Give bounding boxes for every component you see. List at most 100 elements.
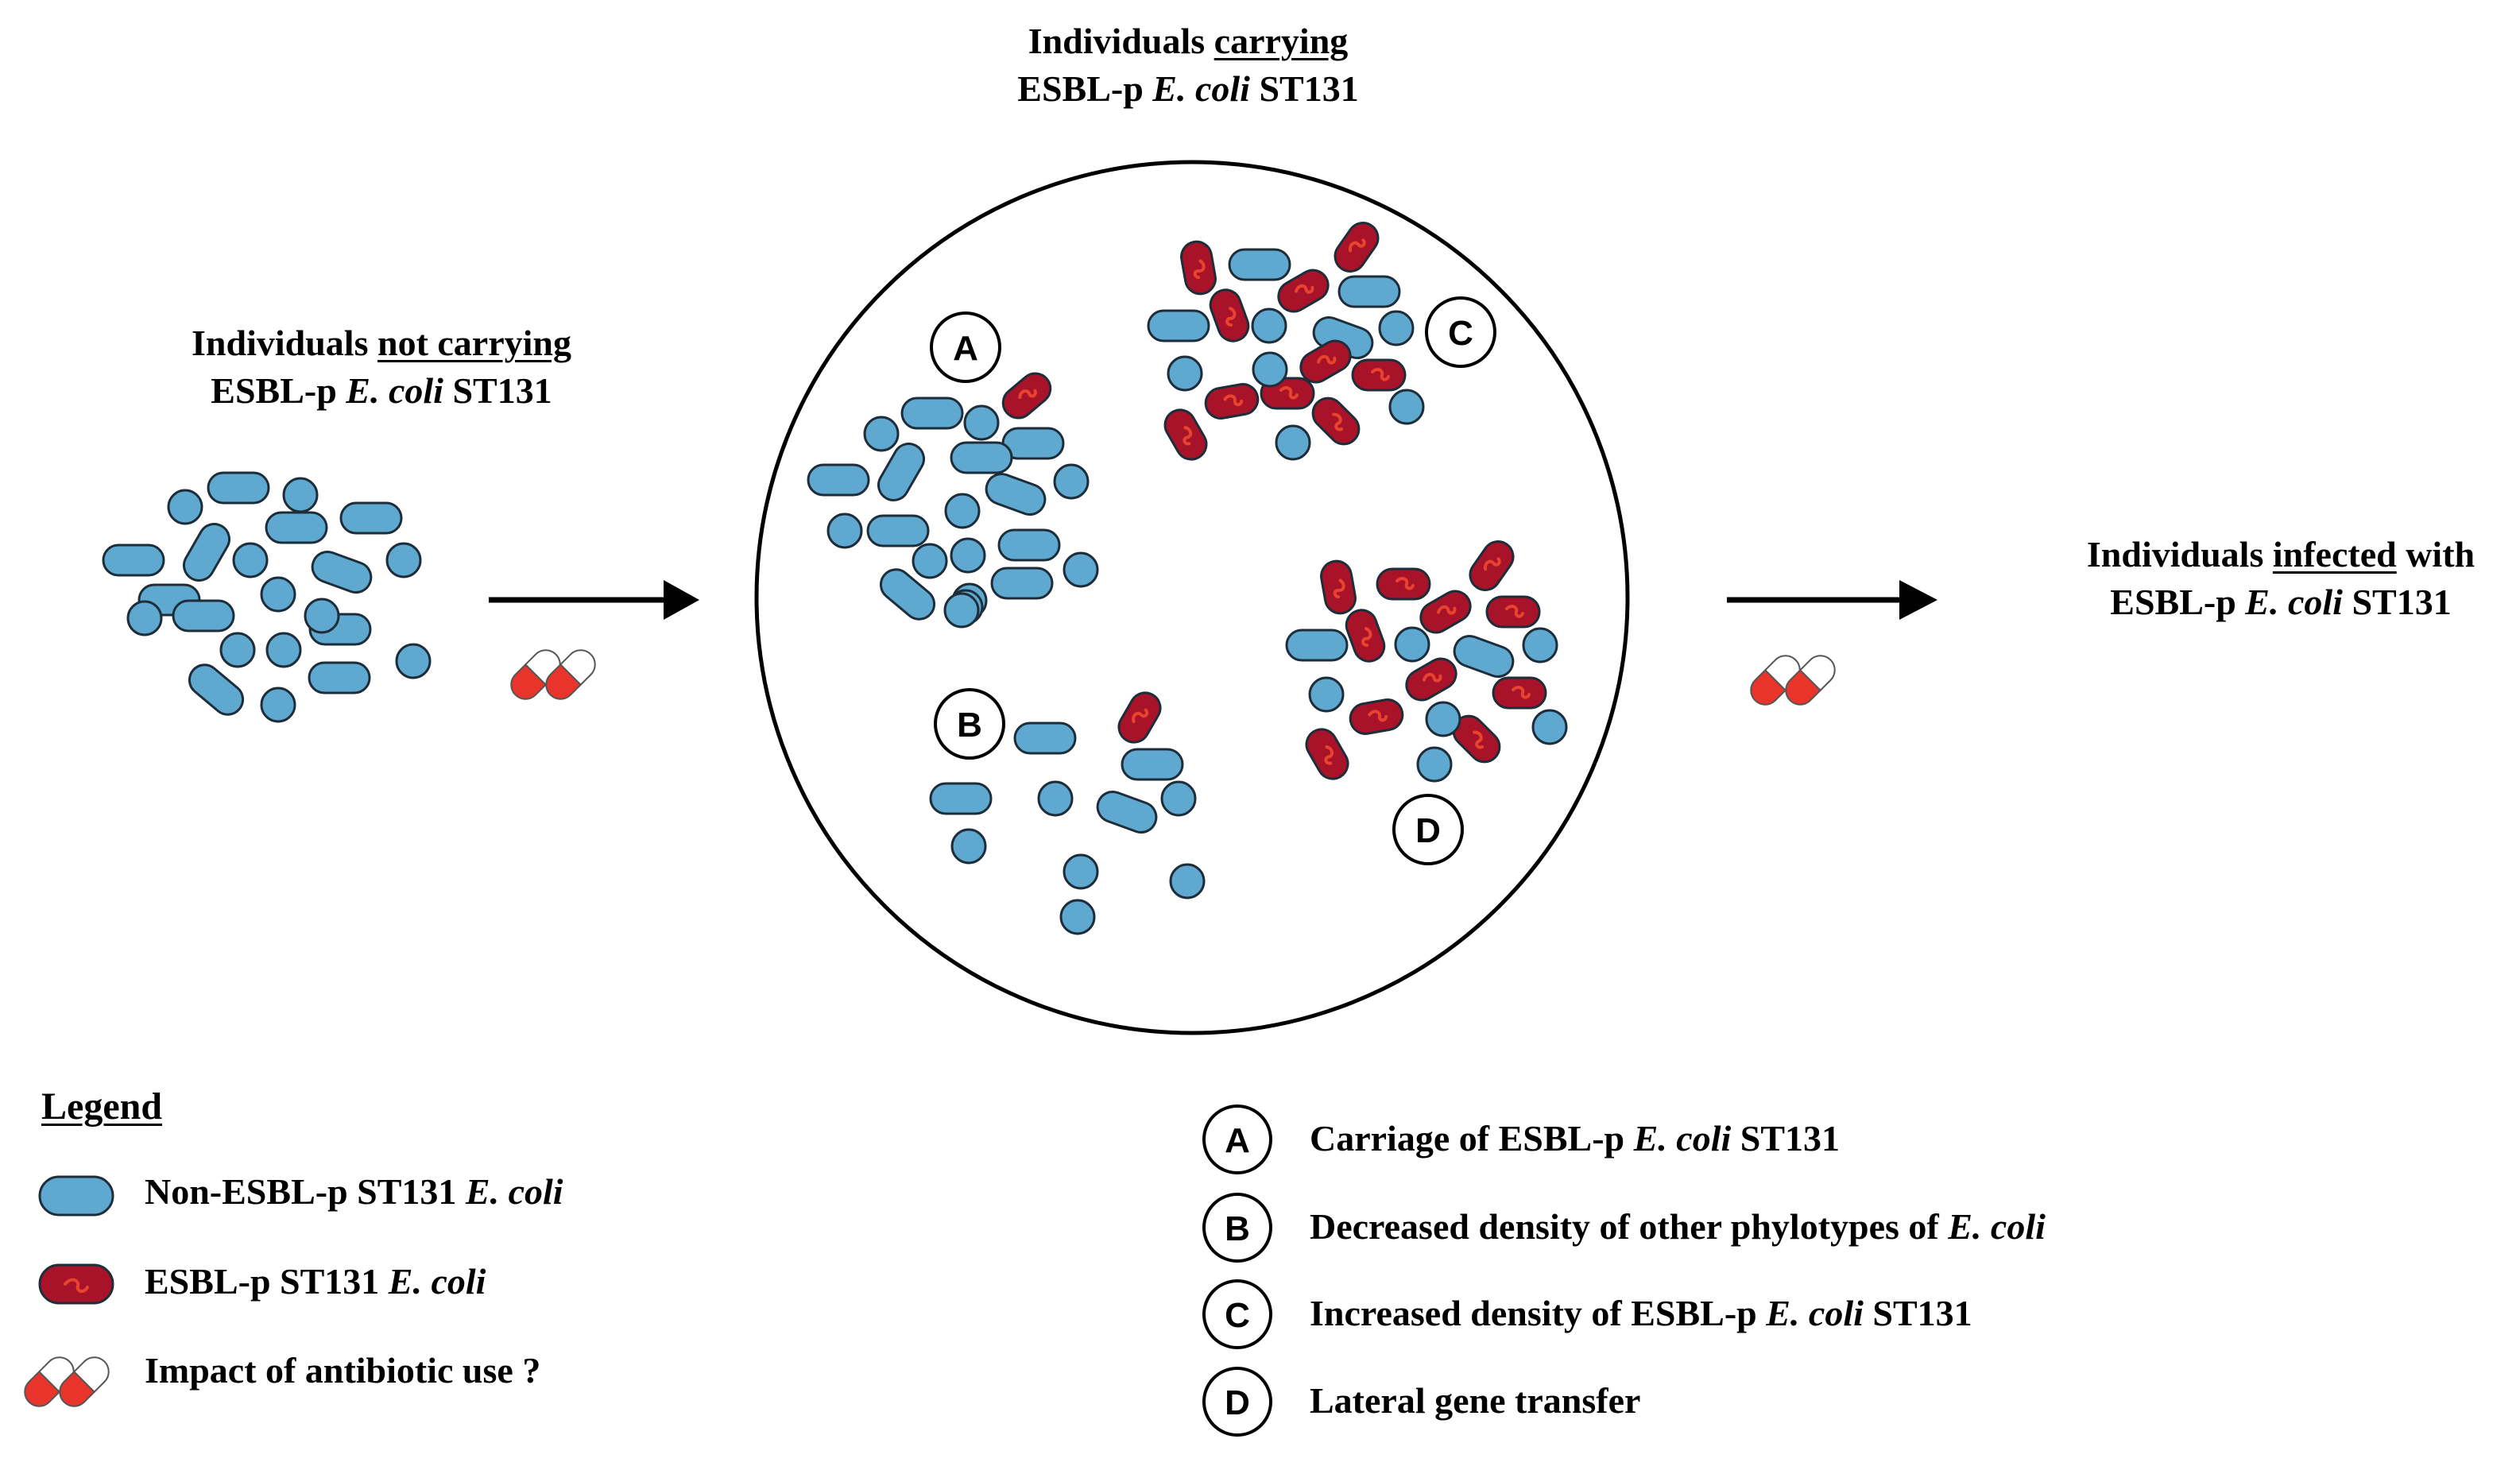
non-esbl-bacterium <box>1147 309 1210 342</box>
cluster-a <box>807 372 1099 629</box>
marker-b: B <box>934 688 1005 760</box>
key-marker-a: A <box>1202 1104 1272 1174</box>
marker-d: D <box>1392 794 1464 865</box>
non-esbl-bacterium <box>866 514 930 547</box>
non-esbl-bacterium <box>877 443 925 501</box>
key-marker-d: D <box>1202 1367 1272 1437</box>
key-marker-b: B <box>1202 1193 1272 1263</box>
non-esbl-coccus <box>943 592 980 629</box>
svg-text:D: D <box>1415 811 1441 850</box>
non-esbl-coccus <box>1063 853 1099 890</box>
non-esbl-coccus <box>167 489 203 525</box>
cluster-b <box>929 691 1206 935</box>
non-esbl-coccus <box>126 600 163 636</box>
non-esbl-bacterium <box>207 471 270 505</box>
non-esbl-bacterium <box>308 661 371 694</box>
esbl-bacterium <box>1117 691 1162 744</box>
non-esbl-bacterium <box>1096 791 1158 834</box>
esbl-bacterium <box>1209 288 1250 342</box>
non-esbl-bacterium <box>807 463 870 497</box>
non-esbl-coccus <box>282 477 319 513</box>
non-esbl-bacterium <box>102 544 165 577</box>
non-esbl-bacterium <box>1337 275 1401 308</box>
svg-text:B: B <box>1225 1209 1250 1248</box>
arrow-left-to-circle <box>489 580 699 620</box>
population-not-carrying <box>102 471 432 723</box>
esbl-bacterium <box>1277 269 1330 313</box>
non-esbl-coccus <box>1167 355 1203 392</box>
non-esbl-coccus <box>826 513 863 549</box>
label-individuals-infected: Individuals infected with ESBL-p E. coli… <box>2086 534 2475 622</box>
non-esbl-coccus <box>950 828 987 865</box>
svg-text:C: C <box>1448 314 1473 353</box>
label-individuals-not-carrying: Individuals not carrying ESBL-p E. coli … <box>192 323 571 411</box>
esbl-bacterium <box>1376 567 1431 601</box>
key-item-a: Carriage of ESBL-p E. coli ST131 <box>1310 1118 1841 1159</box>
svg-text:A: A <box>1225 1121 1250 1160</box>
esbl-bacterium <box>1180 240 1217 296</box>
non-esbl-bacterium <box>985 473 1047 516</box>
svg-text:A: A <box>953 329 978 368</box>
legend-title: Legend <box>41 1085 163 1128</box>
antibiotic-pill-icon <box>1750 655 1836 706</box>
non-esbl-coccus <box>265 632 302 668</box>
esbl-bacterium <box>1311 397 1361 446</box>
non-esbl-bacterium <box>900 397 964 430</box>
gut-circle <box>754 160 1630 1035</box>
non-esbl-coccus <box>385 542 422 578</box>
non-esbl-coccus <box>1378 310 1415 346</box>
non-esbl-coccus <box>1169 863 1206 899</box>
esbl-bacterium <box>1349 698 1404 735</box>
esbl-bacterium <box>1351 358 1407 392</box>
non-esbl-coccus <box>232 542 269 578</box>
esbl-bacterium <box>1204 383 1260 420</box>
key-item-b: Decreased density of other phylotypes of… <box>1310 1206 2046 1247</box>
esbl-bacterium <box>1345 609 1386 663</box>
non-esbl-coccus <box>1416 746 1453 783</box>
esbl-bacterium <box>1405 657 1457 702</box>
esbl-bacterium <box>1305 728 1349 780</box>
non-esbl-coccus <box>1394 626 1430 663</box>
svg-text:B: B <box>957 706 982 745</box>
non-esbl-coccus <box>304 598 340 634</box>
non-esbl-bacterium <box>1453 635 1515 678</box>
non-esbl-coccus <box>260 576 296 613</box>
non-esbl-bacterium <box>879 568 936 621</box>
non-esbl-coccus <box>1037 780 1074 817</box>
non-esbl-coccus <box>395 643 432 679</box>
esbl-bacterium <box>1492 676 1547 710</box>
non-esbl-coccus <box>863 416 900 452</box>
non-esbl-coccus <box>950 537 986 574</box>
non-esbl-coccus <box>1531 709 1568 745</box>
key-item-d: Lateral gene transfer <box>1310 1380 1641 1421</box>
non-esbl-coccus <box>1308 676 1345 713</box>
marker-c: C <box>1425 296 1496 368</box>
non-esbl-coccus <box>1522 627 1558 663</box>
non-esbl-coccus <box>1251 308 1287 344</box>
legend-non-esbl-icon <box>38 1175 114 1217</box>
non-esbl-coccus <box>1160 780 1197 817</box>
non-esbl-bacterium <box>183 523 230 582</box>
non-esbl-bacterium <box>1285 629 1349 662</box>
esbl-bacterium <box>1419 590 1472 634</box>
marker-a: A <box>930 311 1001 383</box>
non-esbl-bacterium <box>929 782 993 815</box>
non-esbl-bacterium <box>172 599 235 632</box>
non-esbl-coccus <box>944 493 981 529</box>
non-esbl-coccus <box>963 404 1000 441</box>
esbl-bacterium <box>1485 595 1541 629</box>
non-esbl-coccus <box>1053 463 1090 500</box>
non-esbl-coccus <box>1388 389 1425 425</box>
non-esbl-coccus <box>1063 551 1099 588</box>
legend-item-antibiotic: Impact of antibiotic use ? <box>145 1350 541 1391</box>
key-item-c: Increased density of ESBL-p E. coli ST13… <box>1310 1293 1972 1333</box>
non-esbl-coccus <box>1252 351 1288 388</box>
legend-item-non-esbl: Non-ESBL-p ST131 E. coli <box>145 1171 563 1212</box>
legend-item-esbl: ESBL-p ST131 E. coli <box>145 1261 486 1302</box>
key-marker-c: C <box>1202 1279 1272 1349</box>
non-esbl-coccus <box>219 632 256 668</box>
non-esbl-bacterium <box>1228 248 1291 281</box>
non-esbl-bacterium <box>990 567 1054 600</box>
non-esbl-coccus <box>260 687 296 723</box>
